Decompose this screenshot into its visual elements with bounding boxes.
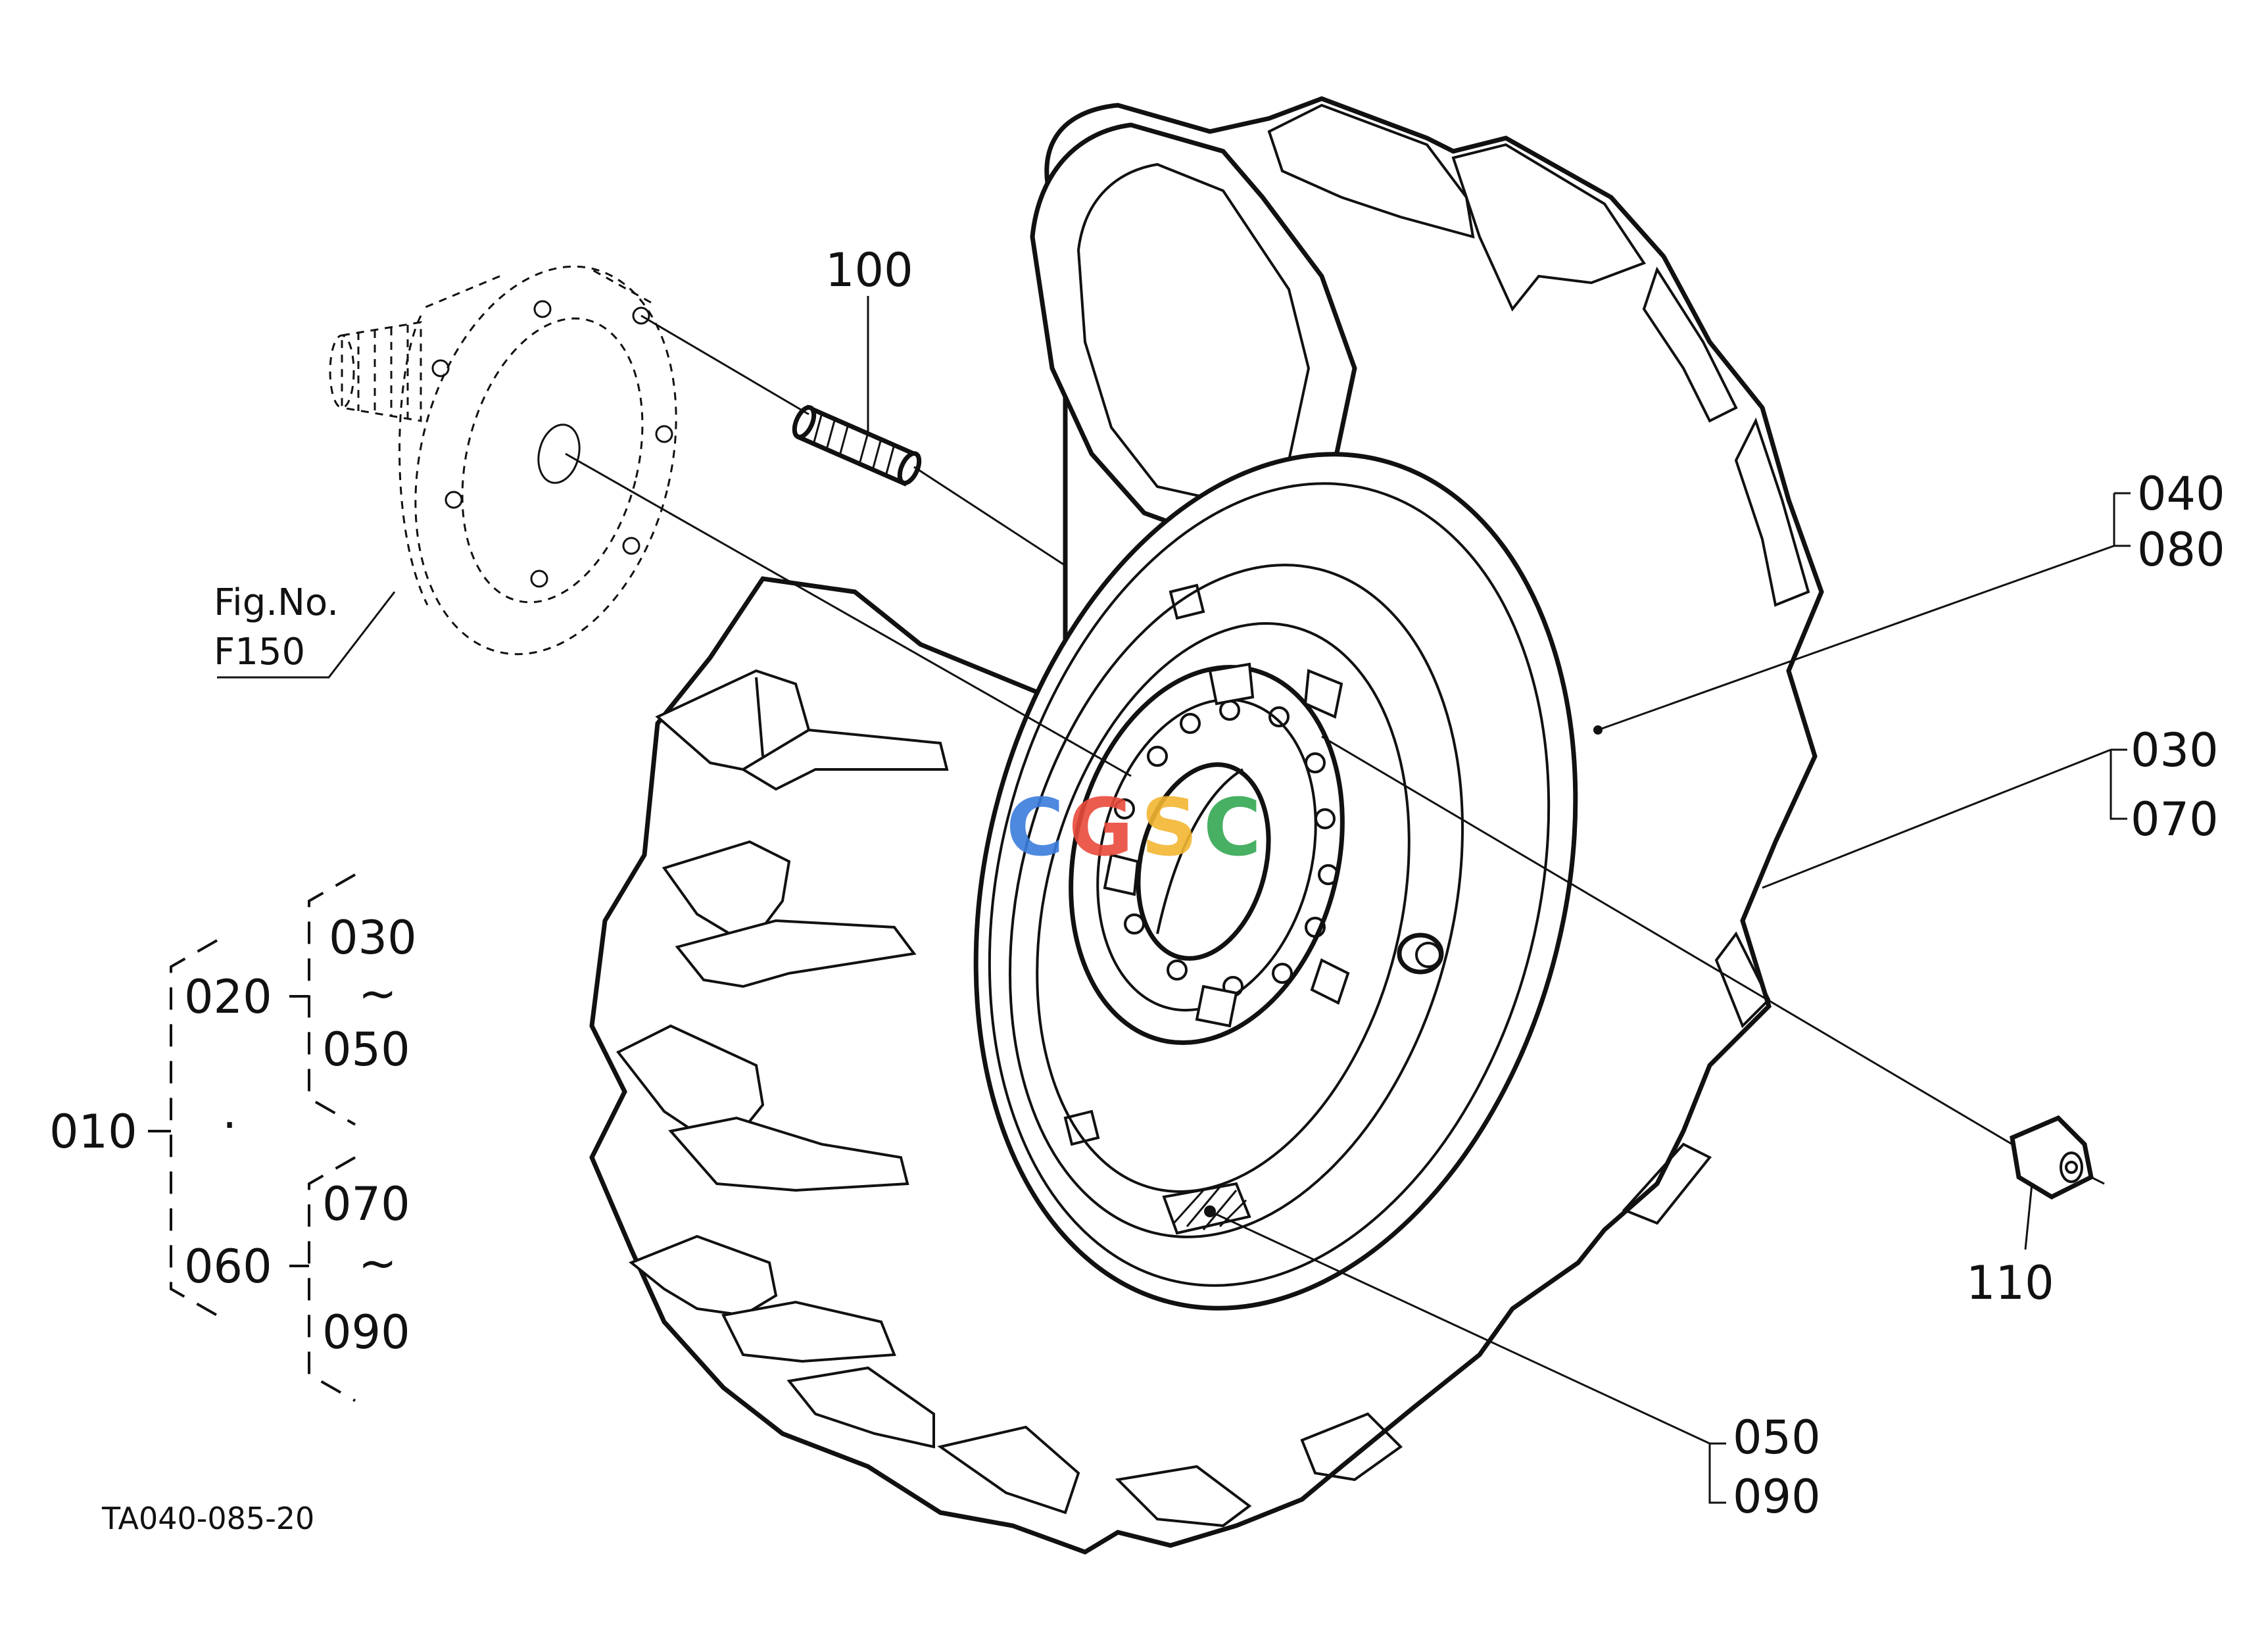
tread-lug-right-4 xyxy=(1714,931,1771,1029)
bolt-hole xyxy=(1167,959,1188,981)
disc-slot xyxy=(1303,669,1343,719)
tree-a-from-030: 030 xyxy=(329,911,417,965)
hub-rim-left xyxy=(398,315,429,606)
callout-090: 090 xyxy=(1733,1470,1821,1524)
bolt-hole xyxy=(1124,913,1145,934)
watermark: C G S C xyxy=(1006,783,1261,874)
tread-block-right-1 xyxy=(1642,266,1738,423)
watermark-letter-c2: C xyxy=(1203,783,1261,874)
callout-070: 070 xyxy=(2131,792,2219,846)
hub-bolt-hole xyxy=(530,570,548,588)
disc-slot xyxy=(1310,958,1350,1005)
center-bore xyxy=(1136,762,1271,961)
bolt-hole xyxy=(1318,864,1339,885)
bolt-hole xyxy=(1315,808,1336,829)
tread-lug-bottom-2 xyxy=(937,1425,1080,1515)
hub-flange xyxy=(414,265,677,656)
hub-bolt-hole xyxy=(431,359,450,377)
tree-branch-060: 060 xyxy=(184,1240,272,1294)
disc-slot xyxy=(1208,662,1255,706)
callout-110: 110 xyxy=(1966,1256,2054,1310)
rim xyxy=(973,452,1603,1311)
bolt-hole xyxy=(1305,917,1326,938)
tread-block-right-2 xyxy=(1734,417,1810,607)
watermark-letter-s: S xyxy=(1141,783,1197,874)
hub-rim-top xyxy=(420,268,652,310)
bolt-hole xyxy=(1114,798,1135,819)
disc-slot xyxy=(1195,984,1238,1028)
tread-lug-left-5 xyxy=(668,1116,909,1192)
bracket-020 xyxy=(308,873,356,1126)
tree-separator: · xyxy=(222,1098,237,1152)
tree-a-to-050: 050 xyxy=(322,1023,410,1077)
tread-lug-right-3 xyxy=(1622,1142,1712,1225)
tree-branch-020: 020 xyxy=(184,970,272,1024)
hub-shaft-splines xyxy=(357,325,409,418)
callout-100: 100 xyxy=(825,243,913,297)
hub-bolt-hole xyxy=(533,300,552,318)
tree-b-from-070: 070 xyxy=(322,1177,410,1231)
stud-bolt xyxy=(792,404,922,487)
center-bore-chamfer xyxy=(1156,768,1244,934)
hub-shaft xyxy=(341,321,422,422)
bolt-hole xyxy=(1147,746,1168,767)
hub-bolt-hole xyxy=(445,491,463,509)
callout-080: 080 xyxy=(2137,523,2225,577)
hub-flange-inner xyxy=(461,317,644,604)
watermark-letter-g: G xyxy=(1069,783,1134,874)
bolt-hole xyxy=(1180,713,1201,734)
tree-b-range-mark: ~ xyxy=(358,1236,397,1290)
tread-block-top-1 xyxy=(1267,103,1475,239)
drawing-id: TA040-085-20 xyxy=(101,1501,314,1536)
tread-lug-bottom-4 xyxy=(1300,1412,1403,1482)
leader-lines xyxy=(217,296,2131,1504)
callout-labels: 100 040 080 030 070 110 050 090 Fig.No. … xyxy=(101,243,2225,1536)
figure-ref-number: F150 xyxy=(214,631,305,673)
bolt-hole xyxy=(1305,752,1326,773)
tread-lug-left-2 xyxy=(662,840,791,936)
hub-bolt-hole xyxy=(622,537,640,555)
tree-root-010: 010 xyxy=(49,1105,137,1159)
callout-030: 030 xyxy=(2131,723,2219,777)
tread-block-top-2 xyxy=(1451,143,1647,312)
rim-well xyxy=(1036,622,1411,1193)
watermark-letter-c1: C xyxy=(1006,783,1064,874)
bracket-060 xyxy=(308,1156,356,1402)
hub-assembly xyxy=(329,265,677,656)
bolt-hole xyxy=(1272,963,1293,984)
tread-lug-left-1 xyxy=(655,669,949,791)
callout-050: 050 xyxy=(1733,1411,1821,1465)
rim-clip xyxy=(1169,583,1205,620)
tread-lug-bottom-3 xyxy=(1115,1465,1252,1528)
tree-b-to-090: 090 xyxy=(322,1305,410,1359)
valve-stem xyxy=(1397,933,1444,975)
rim-clip-2 xyxy=(1063,1109,1100,1146)
callout-040: 040 xyxy=(2137,467,2225,521)
tread-lug-left-3 xyxy=(675,919,917,988)
hub-shaft-end xyxy=(329,334,355,409)
tread-lug-left-7 xyxy=(721,1300,896,1363)
tread-lug-bottom-1 xyxy=(786,1366,935,1449)
disc-slot xyxy=(1103,853,1140,896)
rim-flange-inner xyxy=(988,482,1551,1287)
rim-bead xyxy=(1008,564,1464,1238)
hub-center xyxy=(537,424,581,484)
bolt-hole xyxy=(1268,706,1290,727)
tread-lug-left-6 xyxy=(629,1234,778,1317)
figure-ref-label: Fig.No. xyxy=(214,581,339,624)
wheel-disc-ring xyxy=(1096,698,1317,1012)
assembly-tree: 010 020 · 060 030 ~ 050 070 ~ 090 xyxy=(49,873,417,1402)
hub-bolt-hole xyxy=(632,306,650,325)
tree-a-range-mark: ~ xyxy=(358,967,397,1021)
tread-lug-left-1-face xyxy=(742,677,810,771)
wheel-nut xyxy=(2010,1115,2094,1200)
hub-bolt-hole xyxy=(655,425,673,443)
